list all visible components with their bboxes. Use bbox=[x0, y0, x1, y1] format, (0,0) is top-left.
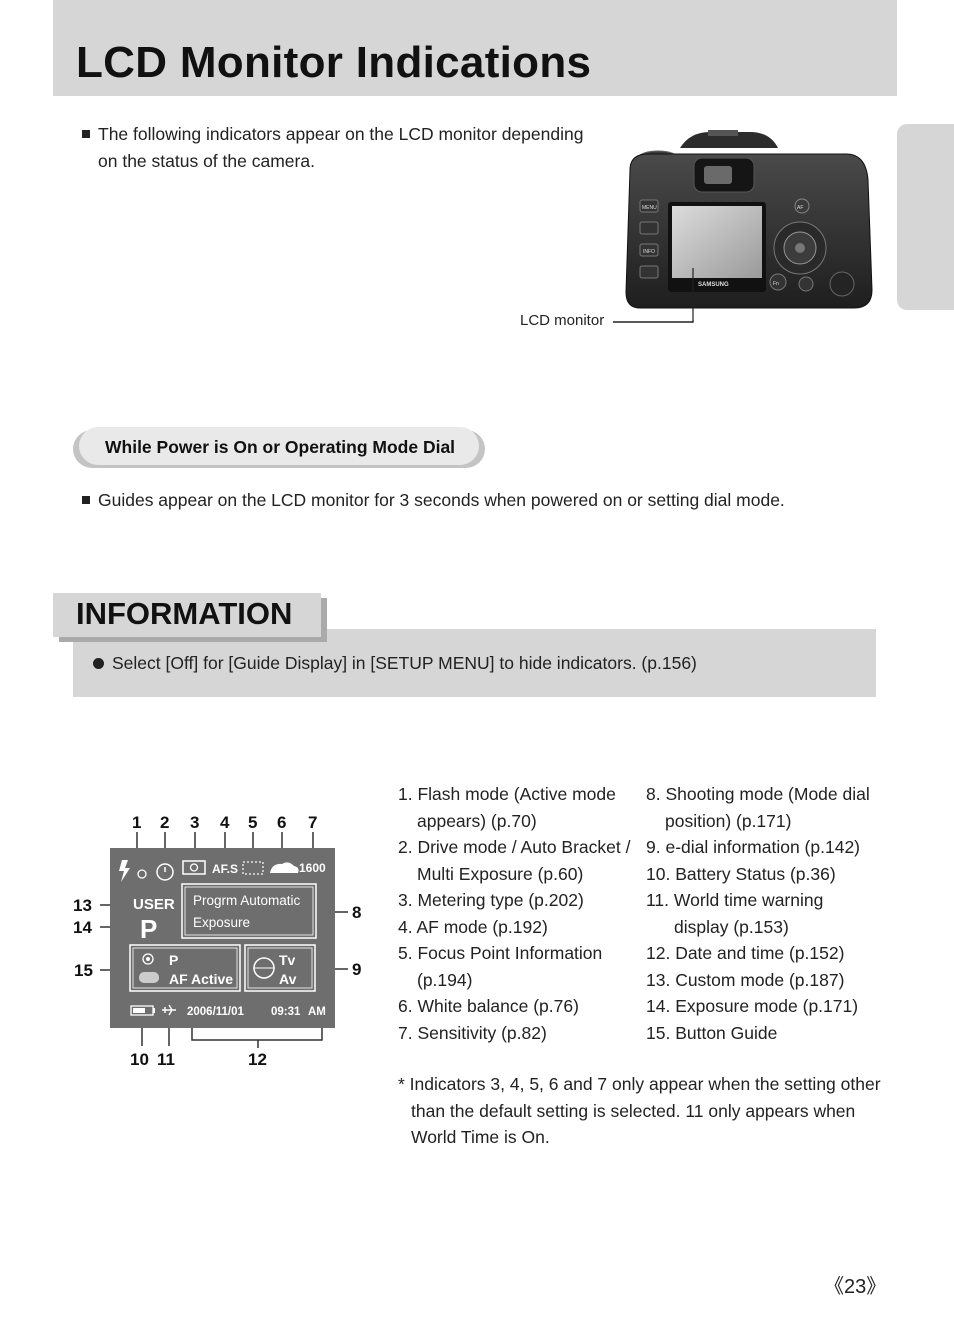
information-tab: INFORMATION bbox=[53, 593, 321, 637]
indicator-note: * Indicators 3, 4, 5, 6 and 7 only appea… bbox=[398, 1074, 881, 1147]
screen-av: Av bbox=[279, 971, 297, 987]
legend-item-5: 5. Focus Point Information (p.194) bbox=[398, 943, 603, 990]
guide-bullet bbox=[82, 496, 90, 504]
legend-item-14: 14. Exposure mode (p.171) bbox=[646, 996, 859, 1016]
camera-info-label: INFO bbox=[643, 249, 655, 255]
screen-afs: AF.S bbox=[212, 862, 238, 876]
screen-date: 2006/11/01 bbox=[187, 1006, 245, 1018]
label-14: 14 bbox=[73, 918, 92, 937]
screen-iso: 1600 bbox=[299, 861, 326, 875]
screen-mode-text-2: Exposure bbox=[193, 915, 250, 930]
camera-fn-label: Fn bbox=[773, 281, 779, 287]
camera-brand: SAMSUNG bbox=[698, 282, 729, 288]
legend-item-3: 3. Metering type (p.202) bbox=[398, 890, 584, 910]
legend-item-2: 2. Drive mode / Auto Bracket / Multi Exp… bbox=[398, 837, 631, 884]
label-2: 2 bbox=[160, 813, 169, 832]
page-title: LCD Monitor Indications bbox=[76, 38, 592, 87]
label-11: 11 bbox=[157, 1050, 175, 1069]
legend-item-12: 12. Date and time (p.152) bbox=[646, 943, 845, 963]
screen-mode-letter: P bbox=[140, 914, 157, 944]
screen-time: 09:31 bbox=[271, 1006, 301, 1018]
information-bullet bbox=[93, 658, 104, 669]
screen-mode-text-1: Progrm Automatic bbox=[193, 893, 301, 908]
lcd-indicator-diagram: 1 2 3 4 5 6 7 13 14 15 8 9 10 11 12 bbox=[73, 813, 361, 1069]
information-text: Select [Off] for [Guide Display] in [SET… bbox=[112, 653, 697, 673]
label-4: 4 bbox=[220, 813, 230, 832]
label-13: 13 bbox=[73, 896, 92, 915]
camera-illustration: SAMSUNG MENU INFO AF Fn bbox=[625, 130, 873, 320]
screen-ampm: AM bbox=[308, 1006, 326, 1018]
label-15: 15 bbox=[74, 961, 93, 980]
guide-text: Guides appear on the LCD monitor for 3 s… bbox=[98, 490, 785, 510]
section-heading: While Power is On or Operating Mode Dial bbox=[105, 437, 456, 457]
legend-item-1: 1. Flash mode (Active mode appears) (p.7… bbox=[398, 784, 616, 831]
information-heading: INFORMATION bbox=[76, 596, 293, 631]
legend-item-6: 6. White balance (p.76) bbox=[398, 996, 579, 1016]
side-tab bbox=[897, 124, 954, 310]
legend-item-9: 9. e-dial information (p.142) bbox=[646, 837, 860, 857]
screen-guide-af: AF Active bbox=[169, 971, 233, 987]
legend-item-13: 13. Custom mode (p.187) bbox=[646, 970, 845, 990]
label-7: 7 bbox=[308, 813, 317, 832]
legend-item-11: 11. World time warning display (p.153) bbox=[646, 890, 824, 937]
screen-user: USER bbox=[133, 896, 175, 913]
page-number: 《23》 bbox=[824, 1276, 887, 1298]
label-5: 5 bbox=[248, 813, 257, 832]
legend-item-15: 15. Button Guide bbox=[646, 1023, 778, 1043]
intro-bullet bbox=[82, 130, 90, 138]
screen-tv: Tv bbox=[279, 952, 296, 968]
screen-guide-p: P bbox=[169, 952, 178, 968]
lcd-monitor-label: LCD monitor bbox=[520, 312, 605, 329]
legend-item-4: 4. AF mode (p.192) bbox=[398, 917, 548, 937]
label-6: 6 bbox=[277, 813, 286, 832]
intro-text: The following indicators appear on the L… bbox=[98, 124, 584, 171]
label-12: 12 bbox=[248, 1050, 267, 1069]
label-9: 9 bbox=[352, 960, 361, 979]
label-1: 1 bbox=[132, 813, 141, 832]
label-10: 10 bbox=[130, 1050, 149, 1069]
section-pill bbox=[79, 427, 479, 465]
legend-item-7: 7. Sensitivity (p.82) bbox=[398, 1023, 547, 1043]
title-band: LCD Monitor Indications bbox=[53, 0, 897, 96]
label-3: 3 bbox=[190, 813, 199, 832]
legend-item-10: 10. Battery Status (p.36) bbox=[646, 864, 836, 884]
camera-af-label: AF bbox=[797, 205, 803, 211]
label-8: 8 bbox=[352, 903, 361, 922]
legend-item-8: 8. Shooting mode (Mode dial position) (p… bbox=[646, 784, 870, 831]
camera-menu-label: MENU bbox=[642, 205, 657, 211]
